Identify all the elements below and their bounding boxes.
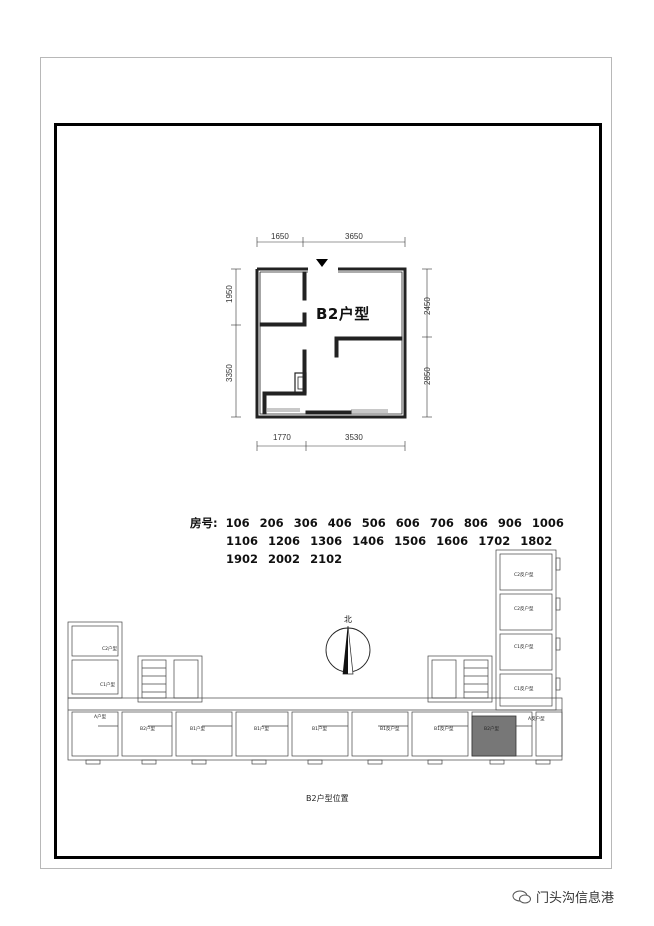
watermark: 门头沟信息港 (512, 887, 614, 906)
dim-right-1: 2450 (423, 297, 432, 315)
room-number: 1106 (226, 534, 259, 548)
dimension-top (256, 237, 406, 247)
room-number: 706 (429, 516, 454, 530)
unit-floor-plan: 1650 3650 1770 3530 1950 3350 2450 2850 (225, 232, 432, 451)
tag-b1-3: B1户型 (312, 725, 327, 732)
room-number: 806 (463, 516, 488, 530)
tag-c2-rev-1: C2反户型 (514, 571, 534, 578)
wechat-icon (512, 890, 531, 903)
tag-b2: B2户型 (140, 725, 155, 732)
dimension-left (231, 268, 241, 418)
unit-type-label: B2户型 (316, 305, 370, 323)
entrance-arrow-icon (316, 259, 328, 267)
dim-top-1: 1650 (271, 232, 289, 241)
watermark-text: 门头沟信息港 (536, 891, 615, 906)
tag-b1r-2: B1反户型 (434, 725, 454, 732)
room-line-2: 1106 1206 1306 1406 1506 1606 1702 1802 (190, 532, 552, 550)
tag-a: A户型 (94, 713, 107, 720)
right-core (427, 655, 493, 703)
tag-b1r-1: B1反户型 (380, 725, 400, 732)
room-number: 406 (327, 516, 352, 530)
room-number: 2102 (310, 552, 343, 566)
tag-c1-rev-2: C1反户型 (514, 685, 534, 692)
tag-b1-2: B1户型 (254, 725, 269, 732)
room-line-1: 房号: 106 206 306 406 506 606 706 806 906 … (190, 514, 564, 532)
dim-bottom-2: 3530 (345, 433, 363, 442)
room-number: 1606 (436, 534, 469, 548)
room-number: 1902 (226, 552, 259, 566)
room-number: 1802 (520, 534, 553, 548)
dim-bottom-1: 1770 (273, 433, 291, 442)
tag-b2-highlight: B2户型 (484, 725, 499, 732)
dimension-right (422, 268, 432, 418)
room-number: 2002 (268, 552, 301, 566)
room-number: 1306 (310, 534, 343, 548)
room-number: 1506 (394, 534, 427, 548)
floor-location-plan: C2户型 C1户型 A户型 B2户型 B1户型 B1户型 B1户型 B1反户型 … (67, 549, 563, 765)
dim-top-2: 3650 (345, 232, 363, 241)
location-caption: B2户型位置 (306, 794, 349, 803)
unit-walls (255, 267, 407, 419)
tag-b1-1: B1户型 (190, 725, 205, 732)
room-number: 906 (497, 516, 522, 530)
dim-left-2: 3350 (225, 364, 234, 382)
room-number: 606 (395, 516, 420, 530)
dim-left-1: 1950 (225, 285, 234, 303)
room-line-3: 1902 2002 2102 (190, 550, 490, 568)
room-number: 306 (293, 516, 318, 530)
page-outline (40, 57, 612, 869)
tag-c1: C1户型 (100, 681, 116, 688)
room-number: 506 (361, 516, 386, 530)
room-label: 房号: (190, 516, 218, 530)
highlighted-b2-unit (471, 715, 517, 757)
north-label: 北 (344, 615, 352, 624)
tag-a-rev: A反户型 (528, 715, 545, 722)
room-number: 1206 (268, 534, 301, 548)
tag-c1-rev-1: C1反户型 (514, 643, 534, 650)
room-number: 1702 (478, 534, 511, 548)
right-wing (495, 549, 557, 711)
room-number: 206 (259, 516, 284, 530)
left-core (137, 655, 203, 703)
room-number: 106 (225, 516, 250, 530)
room-number: 1406 (352, 534, 385, 548)
drawing-frame (54, 123, 602, 859)
room-number-list: 房号: 106 206 306 406 506 606 706 806 906 … (190, 514, 564, 568)
room-number: 1006 (531, 516, 564, 530)
north-compass-icon (325, 625, 371, 675)
dimension-bottom (256, 441, 406, 451)
tag-c2: C2户型 (102, 645, 118, 652)
tag-c2-rev-2: C2反户型 (514, 605, 534, 612)
dim-right-2: 2850 (423, 367, 432, 385)
